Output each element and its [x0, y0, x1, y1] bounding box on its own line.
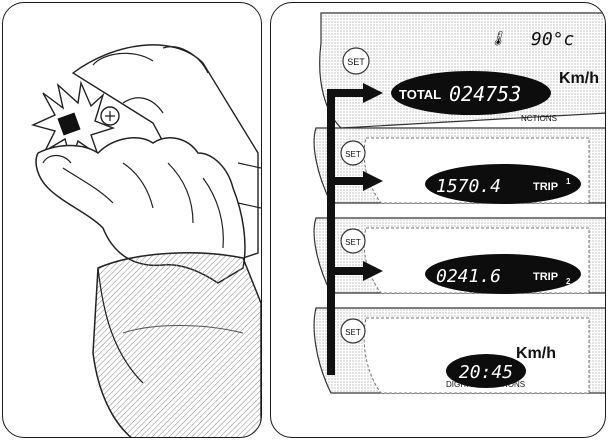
set-button	[340, 228, 366, 254]
set-label: SET	[345, 150, 361, 159]
readout-trip1: 1570.4 TRIP 1	[425, 164, 581, 204]
illustration-panel-display: SET 90°c 🌡 Km/h NCTIONS SET SET SET Km/h	[270, 2, 606, 438]
readout-trip2-label: TRIP	[533, 271, 558, 283]
speed-unit: Km/h	[559, 70, 599, 87]
temperature-readout: 90°c	[531, 29, 574, 50]
readout-trip2: 0241.6 TRIP 2	[425, 254, 581, 294]
sequence-arrows	[327, 83, 446, 379]
set-button	[340, 318, 366, 344]
readout-clock-value: 20:45	[459, 362, 513, 383]
readout-total: TOTAL 024753	[391, 71, 551, 115]
hand	[35, 137, 246, 284]
set-label: SET	[345, 238, 361, 247]
arrow-head-total	[363, 83, 383, 103]
illustration-panel-hand	[2, 2, 262, 438]
sleeve	[92, 252, 261, 437]
readout-trip1-index: 1	[566, 177, 571, 186]
thermometer-icon: 🌡	[489, 31, 507, 47]
button-press-starburst	[30, 80, 116, 164]
arrow-head-trip2	[363, 261, 383, 281]
readout-trip2-value: 0241.6	[436, 266, 501, 287]
readout-trip2-index: 2	[566, 277, 571, 286]
brand-label-partial: NCTIONS	[521, 114, 557, 123]
readout-trip1-label: TRIP	[533, 181, 558, 193]
set-label: SET	[347, 57, 365, 67]
set-button	[342, 47, 370, 75]
readout-total-value: 024753	[449, 82, 521, 106]
set-button	[340, 140, 366, 166]
readout-trip1-value: 1570.4	[436, 176, 501, 197]
readout-total-label: TOTAL	[399, 87, 441, 102]
hand-pressing-button-illustration	[30, 44, 261, 437]
speed-unit: Km/h	[516, 345, 556, 362]
readout-clock: 20:45	[446, 354, 526, 388]
arrow-head-trip1	[363, 171, 383, 191]
set-label: SET	[345, 328, 361, 337]
display-sequence-illustration: SET 90°c 🌡 Km/h NCTIONS SET SET SET Km/h	[313, 12, 605, 394]
